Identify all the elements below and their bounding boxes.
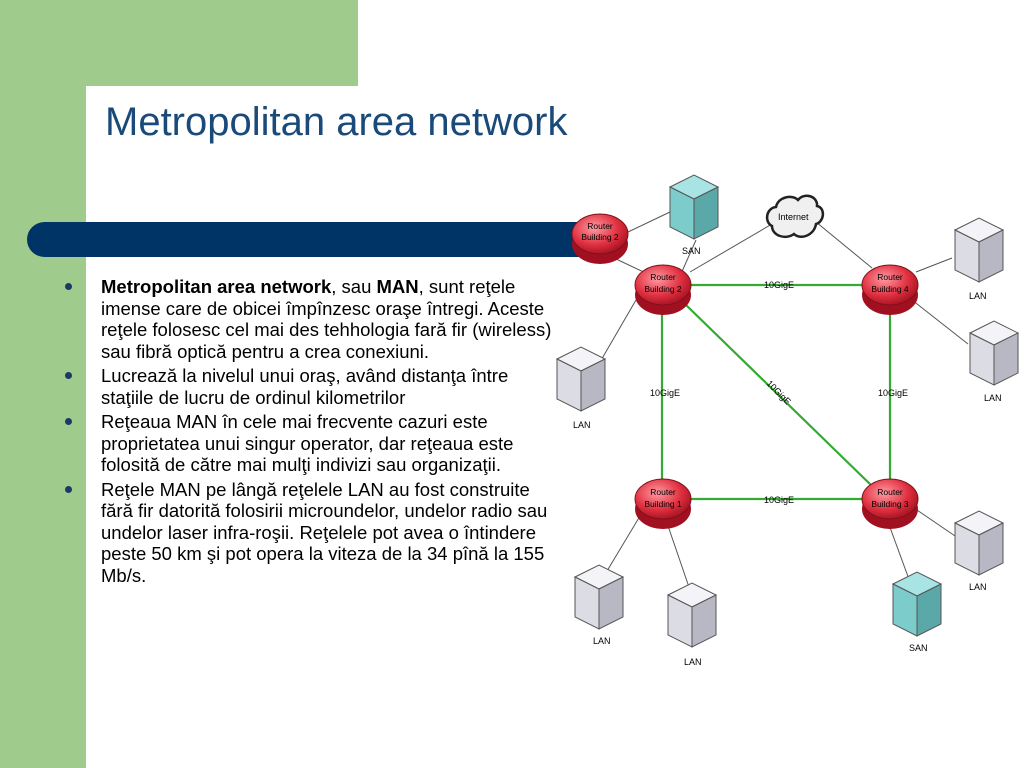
- link-r3-lan: [913, 507, 959, 539]
- link-r3-san: [887, 521, 911, 583]
- bullet-text-part: Lucrează la nivelul unui oraş, având dis…: [101, 365, 509, 408]
- router-building-2: Router Building 2: [634, 264, 692, 315]
- link-internet-r4: [815, 221, 873, 269]
- lan-box: LAN: [666, 582, 718, 667]
- bullet-dot-icon: [65, 372, 72, 379]
- bullet-dot-icon: [65, 418, 72, 425]
- router-label-line1: Router: [650, 487, 676, 497]
- left-green-band: [0, 0, 86, 768]
- router-building-4: Router Building 4: [861, 264, 919, 315]
- router-label-line2: Building 4: [871, 284, 909, 294]
- router-building-1: Router Building 1: [634, 478, 692, 529]
- lan-label: LAN: [593, 636, 611, 646]
- link-r4-lan2: [911, 299, 969, 345]
- bullet-list: Metropolitan area network, sau MAN, sunt…: [63, 276, 558, 589]
- link-r1-lan: [603, 515, 641, 577]
- internet-label: Internet: [778, 212, 809, 222]
- copper-links: [599, 211, 969, 591]
- lan-box: LAN: [953, 217, 1005, 301]
- router-label-line2: Building 2: [644, 284, 682, 294]
- link-label-right: 10GigE: [878, 388, 908, 398]
- bullet-bold-text: MAN: [376, 276, 419, 297]
- router-label-line2: Building 3: [871, 499, 909, 509]
- router-label-line1: Router: [650, 272, 676, 282]
- router-label-line2: Building 1: [644, 499, 682, 509]
- lan-label: LAN: [969, 582, 987, 592]
- bullet-text-part: Reţele MAN pe lângă reţelele LAN au fost…: [101, 478, 548, 586]
- router-label-line1: Router: [587, 221, 613, 231]
- link-r2-san: [679, 239, 697, 277]
- top-green-band: [86, 0, 358, 86]
- bullet-text-part: Reţeaua MAN în cele mai frecvente cazuri…: [101, 411, 514, 475]
- bullet-item: Lucrează la nivelul unui oraş, având dis…: [63, 365, 558, 408]
- bullet-text: Metropolitan area network, sau MAN, sunt…: [101, 276, 551, 362]
- link-r2-internet: [689, 223, 773, 273]
- lan-box: LAN: [555, 346, 607, 430]
- link-label-bottom: 10GigE: [764, 495, 794, 505]
- lan-label: LAN: [684, 657, 702, 667]
- link-r2b-san: [627, 211, 671, 233]
- san-label: SAN: [682, 246, 701, 256]
- link-r1-lan2: [665, 519, 691, 591]
- lan-label: LAN: [984, 393, 1002, 403]
- router-label-line1: Router: [877, 487, 903, 497]
- san-box-bottom: SAN: [891, 571, 943, 653]
- router-building-2-top: Router Building 2: [571, 213, 629, 264]
- san-box-top: SAN: [668, 174, 720, 256]
- bullet-text: Reţeaua MAN în cele mai frecvente cazuri…: [101, 411, 513, 475]
- lan-label: LAN: [969, 291, 987, 301]
- router-label-line2: Building 2: [581, 232, 619, 242]
- lan-box: LAN: [953, 510, 1005, 592]
- network-diagram: 10GigE 10GigE 10GigE 10GigE 10GigE Inter…: [555, 174, 1020, 667]
- bullet-item: Reţeaua MAN în cele mai frecvente cazuri…: [63, 411, 558, 476]
- router-building-3: Router Building 3: [861, 478, 919, 529]
- bullet-text: Lucrează la nivelul unui oraş, având dis…: [101, 365, 508, 408]
- content-panel: [86, 86, 1024, 768]
- bullet-text-part: , sau: [331, 276, 377, 297]
- link-label-left: 10GigE: [650, 388, 680, 398]
- bullet-dot-icon: [65, 485, 72, 493]
- link-label-top: 10GigE: [764, 280, 794, 290]
- link-r2-lan: [599, 299, 637, 363]
- link-label-diagonal: 10GigE: [765, 378, 793, 406]
- bullet-item: Metropolitan area network, sau MAN, sunt…: [63, 276, 558, 362]
- lan-box: LAN: [573, 564, 625, 646]
- bullet-bold-text: Metropolitan area network: [101, 276, 332, 297]
- fiber-diagonal: [685, 304, 873, 487]
- slide-title: Metropolitan area network: [105, 100, 568, 144]
- bullet-item: Reţele MAN pe lângă reţelele LAN au fost…: [63, 479, 558, 587]
- fiber-links: [660, 283, 892, 501]
- internet-cloud-icon: Internet: [765, 194, 825, 238]
- bullet-text: Reţele MAN pe lângă reţelele LAN au fost…: [101, 479, 547, 586]
- lan-box: LAN: [968, 320, 1020, 403]
- san-label: SAN: [909, 643, 928, 653]
- bullet-dot-icon: [65, 283, 72, 290]
- title-divider-bar: [27, 222, 587, 257]
- link-r4-lan: [915, 257, 953, 273]
- bullet-text-part: , sunt reţele imense care de obicei împî…: [101, 276, 552, 362]
- router-label-line1: Router: [877, 272, 903, 282]
- lan-label: LAN: [573, 420, 591, 430]
